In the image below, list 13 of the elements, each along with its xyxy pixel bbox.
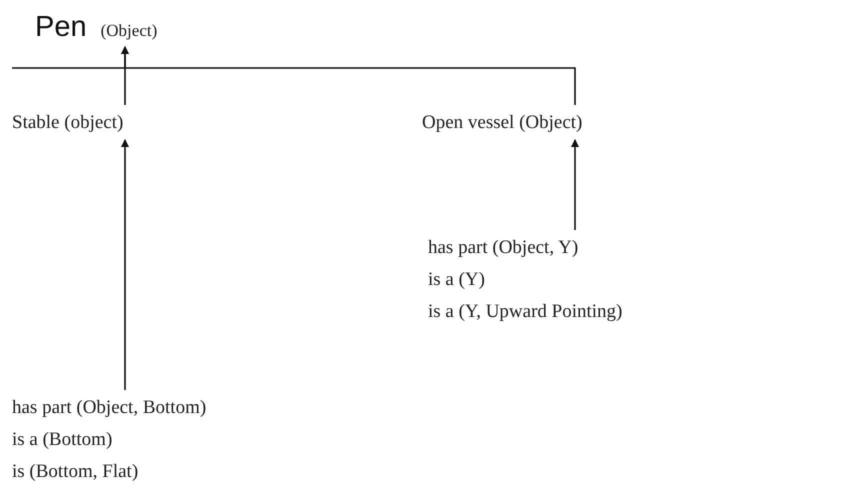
arrow	[571, 139, 579, 230]
node-label: has part (Object, Y)	[428, 236, 580, 260]
node-label: Open vessel (Object)	[422, 111, 582, 135]
node-label: Pen	[35, 12, 87, 42]
arrow	[11, 46, 576, 106]
node-label: has part (Object, Bottom)	[12, 396, 206, 420]
node-label: Stable (object)	[12, 111, 124, 135]
node-label: is a (Y)	[428, 268, 486, 292]
node-label: is a (Bottom)	[12, 428, 114, 452]
node-label: is (Bottom, Flat)	[12, 460, 140, 484]
node-label: is a (Y, Upward Pointing)	[428, 300, 622, 324]
node-label: (Object)	[100, 20, 158, 42]
arrow	[121, 139, 129, 390]
